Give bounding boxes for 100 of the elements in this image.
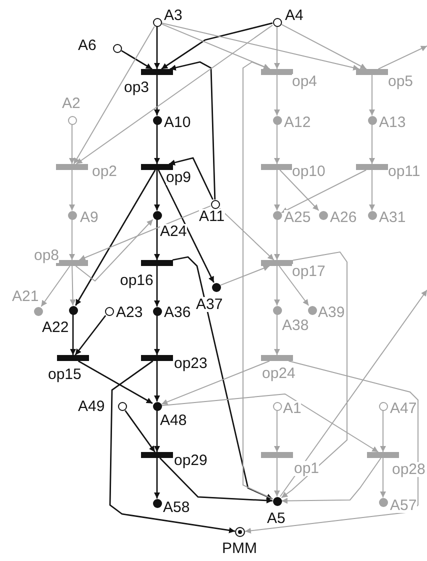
arrow: [154, 26, 160, 69]
arrow: [78, 205, 211, 260]
transition-label: op9: [166, 170, 192, 185]
arrow: [281, 251, 348, 498]
transition-bar: [57, 355, 89, 361]
arrow: [219, 208, 274, 260]
arrow: [369, 124, 375, 164]
transition-label: op28: [392, 462, 426, 477]
transition-bar: [356, 164, 388, 170]
arrow: [154, 458, 160, 498]
place-label: A57: [390, 498, 417, 513]
transition-label: op29: [174, 453, 208, 468]
arrow: [109, 360, 236, 534]
arrow: [369, 74, 375, 116]
arrow: [378, 46, 427, 70]
transition-label: op24: [262, 366, 296, 381]
place-label: A23: [116, 305, 143, 320]
place-label: A38: [282, 318, 309, 333]
arrow: [78, 360, 153, 404]
arrow: [380, 410, 386, 452]
arrow: [154, 410, 160, 452]
place-label: A1: [283, 401, 302, 416]
place-label: A13: [379, 115, 406, 130]
transition-label: op10: [292, 164, 326, 179]
transition-label: op16: [120, 273, 154, 288]
arrow: [172, 256, 273, 500]
place-label: A4: [285, 8, 304, 23]
arrow: [280, 290, 427, 497]
arrow: [274, 170, 280, 211]
place-label: A24: [160, 224, 187, 239]
arrow: [380, 458, 386, 498]
transition-label: op3: [124, 80, 150, 95]
place-label: A39: [318, 305, 345, 320]
arrow: [274, 219, 280, 260]
transition-bar: [261, 452, 293, 458]
arrow: [274, 410, 280, 452]
arrow: [69, 124, 75, 164]
place-label: A9: [80, 210, 98, 225]
arrow: [274, 266, 280, 306]
place-label: A3: [164, 8, 182, 23]
transition-label: op11: [388, 164, 420, 179]
arrow: [40, 266, 70, 307]
place-label: A58: [163, 500, 190, 515]
place-label: A5: [267, 511, 286, 526]
arrow: [121, 50, 152, 70]
arrow: [281, 24, 367, 70]
place-label: A6: [78, 38, 96, 53]
place-label: A37: [196, 297, 223, 312]
arrow: [154, 361, 160, 402]
arrow: [70, 266, 76, 306]
place-label: A49: [78, 399, 105, 414]
arrow: [170, 61, 216, 200]
arrow: [159, 458, 273, 504]
arrow: [154, 316, 160, 355]
place-label: A31: [379, 210, 406, 225]
arrow: [244, 360, 418, 534]
arrow: [73, 26, 155, 164]
place-label: A11: [199, 209, 225, 224]
arrow: [124, 410, 156, 452]
arrow: [75, 219, 154, 282]
arrow: [168, 157, 214, 200]
arrow: [154, 75, 160, 116]
place-label: A12: [284, 115, 311, 130]
arrow: [154, 170, 160, 210]
place-label: A36: [164, 305, 191, 320]
arrow: [158, 170, 214, 283]
arrow: [70, 314, 76, 355]
arrow: [274, 314, 280, 356]
transition-bar: [141, 452, 173, 458]
arrow: [274, 458, 280, 497]
arrow: [220, 265, 270, 286]
place-label: A25: [284, 210, 311, 225]
transition-label: op4: [292, 74, 318, 89]
transition-bar: [356, 69, 388, 75]
transition-label: op2: [92, 164, 118, 179]
arrow: [281, 170, 367, 214]
transition-bar: [141, 69, 173, 75]
place-label: A21: [12, 289, 39, 304]
arrow: [154, 266, 160, 306]
arrow: [75, 170, 156, 306]
arrow: [369, 170, 375, 211]
arrow: [69, 219, 75, 260]
arrow: [161, 360, 270, 405]
arrow: [76, 24, 273, 164]
arrow: [154, 124, 160, 164]
arrow: [281, 458, 382, 504]
transition-bar: [261, 260, 293, 266]
arrow: [274, 26, 280, 70]
arrow: [274, 124, 280, 164]
transition-label: op15: [48, 367, 82, 382]
arrow: [242, 61, 273, 500]
transition-label: op17: [292, 264, 326, 279]
transition-label: op23: [174, 356, 208, 371]
transition-bar: [261, 164, 293, 170]
place-label: PMM: [222, 541, 257, 556]
transition-bar: [261, 355, 293, 361]
place-label: A48: [160, 413, 187, 428]
transition-label: op8: [34, 248, 60, 263]
arrow: [161, 393, 379, 452]
transition-bar: [141, 355, 173, 361]
